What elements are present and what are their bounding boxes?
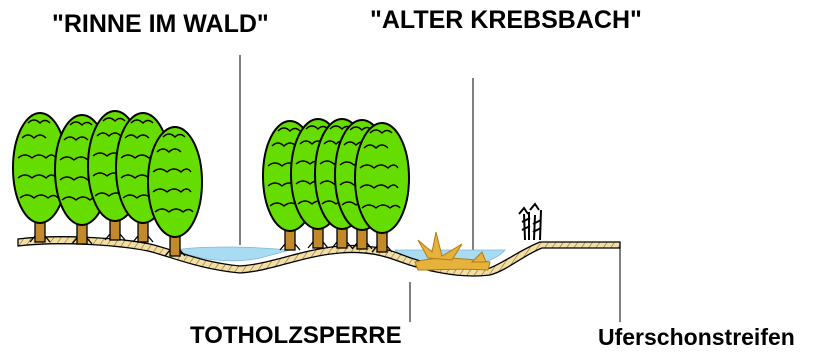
label-uferschonstreifen: Uferschonstreifen: [598, 324, 795, 351]
tree-group-forest-left: [13, 111, 202, 256]
reed-plants: [519, 204, 541, 240]
label-totholzsperre: TOTHOLZSPERRE: [190, 322, 402, 350]
label-rinne-im-wald: "RINNE IM WALD": [52, 10, 269, 39]
label-alter-krebsbach: "ALTER KREBSBACH": [370, 6, 642, 35]
tree-group-forest-right: [263, 119, 409, 252]
